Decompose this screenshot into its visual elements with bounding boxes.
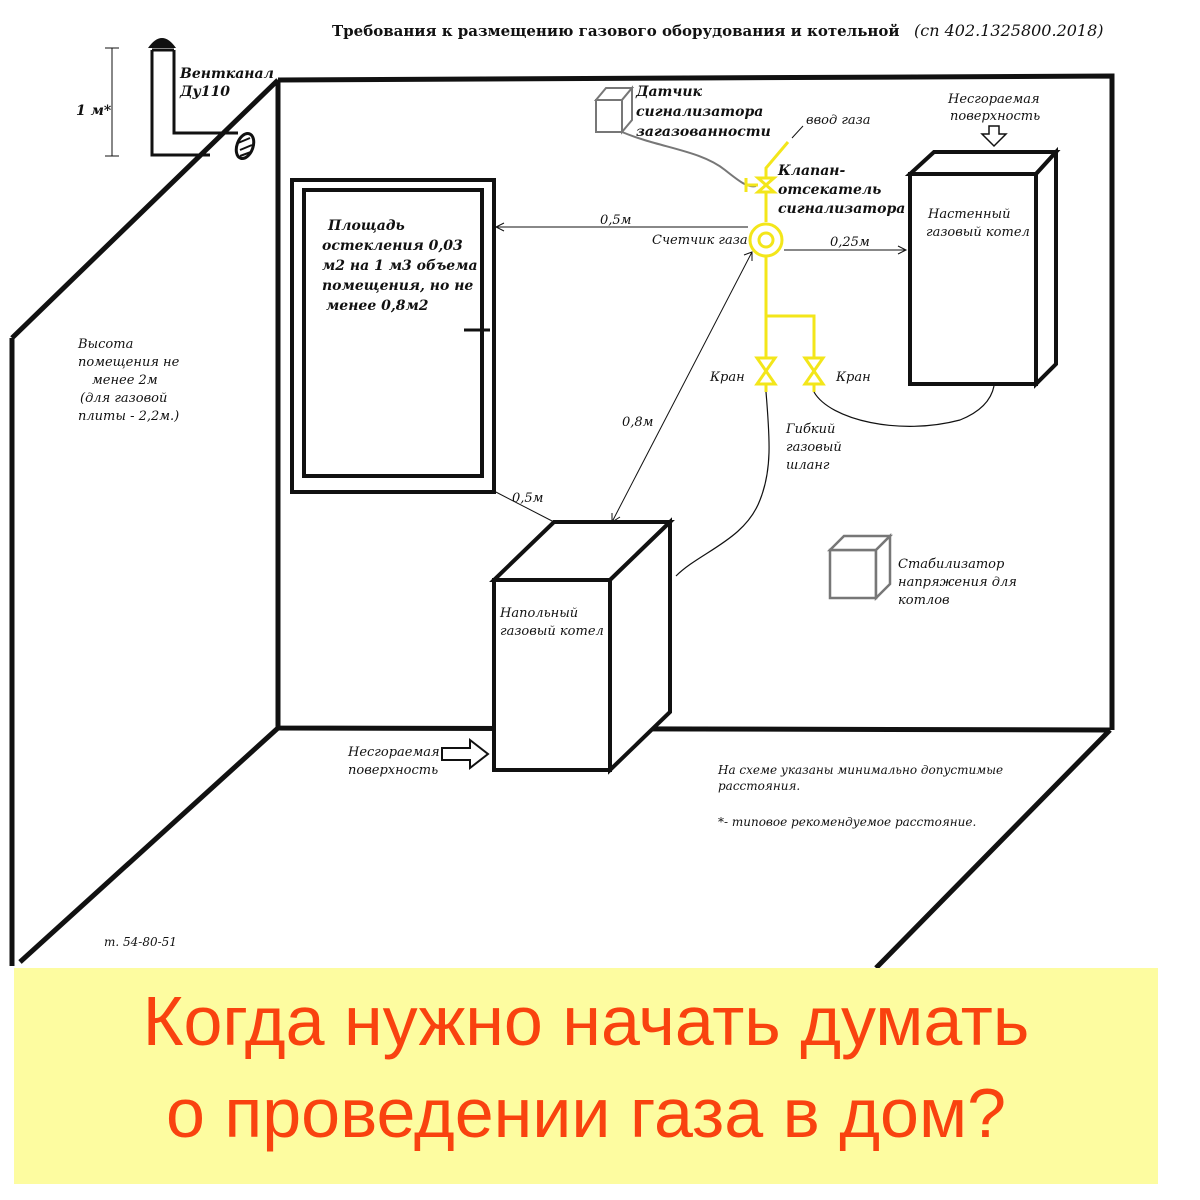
vent-size-label: Ду110 (179, 84, 230, 100)
vent-name-label: Вентканал (179, 66, 274, 82)
gas-sensor (593, 85, 635, 135)
gas-inlet-pointer (791, 125, 804, 139)
vent-height-dimension (105, 47, 119, 157)
gas-meter-icon (748, 222, 784, 258)
hose-label: Гибкий газовый шланг (785, 422, 846, 473)
floor-boiler (489, 517, 675, 775)
dist-window-meter-label: 0,5м (600, 213, 631, 228)
header-standard: (сп 402.1325800.2018) (914, 21, 1104, 40)
shutoff-valve-icon (744, 176, 778, 194)
wall-boiler-label: Настенный газовый котел (926, 207, 1030, 240)
headline-banner: Когда нужно начать думать о проведении г… (14, 968, 1158, 1184)
voltage-stabilizer (826, 532, 894, 602)
vent-grille-icon (234, 131, 256, 161)
sensor-label: Датчик сигнализатора загазованности (635, 84, 771, 140)
gas-meter-label: Счетчик газа (652, 233, 748, 248)
window (290, 178, 496, 494)
window-area-note: Площадь остекления 0,03 м2 на 1 м3 объем… (322, 218, 482, 314)
arrow-down-icon (980, 125, 1008, 148)
dist-meter-wall-boiler-label: 0,25м (830, 235, 870, 250)
stabilizer-label: Стабилизатор напряжения для котлов (898, 557, 1021, 608)
hose-to-wall-boiler (813, 385, 995, 427)
min-distances-note: На схеме указаны минимально допустимые р… (717, 763, 1007, 793)
phone-number: т. 54-80-51 (104, 935, 177, 949)
vent-cap-icon (148, 38, 176, 48)
headline-line-1: Когда нужно начать думать (142, 982, 1030, 1060)
gas-inlet-label: ввод газа (806, 113, 871, 128)
vent-duct (148, 38, 256, 161)
sensor-cable (621, 131, 757, 188)
wall-boiler (904, 146, 1061, 389)
dist-floor-boiler-meter-label: 0,8м (622, 415, 653, 430)
hose-to-floor-boiler (675, 391, 770, 577)
valve-right-label: Кран (835, 370, 871, 385)
arrow-right-icon (441, 737, 490, 771)
valve-left-icon (754, 356, 778, 386)
nonflammable-top-label: Несгораемая поверхность (947, 92, 1044, 124)
valve-left-label: Кран (709, 370, 745, 385)
room-walls (9, 73, 1115, 970)
shutoff-valve-label: Клапан- отсекатель сигнализатора (777, 163, 905, 217)
header-title: Требования к размещению газового оборудо… (332, 22, 900, 40)
vent-height-label: 1 м* (76, 103, 112, 119)
valve-right-icon (802, 356, 826, 386)
headline-line-2: о проведении газа в дом? (165, 1074, 1007, 1152)
dist-window-floor-boiler-label: 0,5м (512, 491, 543, 506)
nonflammable-bottom-label: Несгораемая поверхность (347, 745, 444, 778)
recommended-distance-note: *- типовое рекомендуемое расстояние. (718, 815, 976, 829)
floor-boiler-label: Напольный газовый котел (499, 606, 604, 639)
room-height-note: Высота помещения не менее 2м (для газово… (77, 337, 183, 424)
